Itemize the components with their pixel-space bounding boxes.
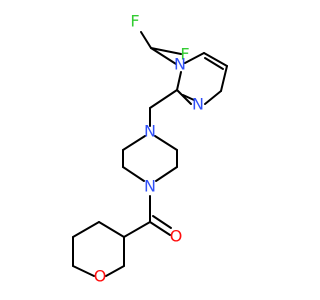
- bond-imidazole-ch2: [149, 89, 178, 109]
- bond-oxane-2: [105, 265, 125, 277]
- bond-imidazole-double-1: [204, 57, 224, 70]
- atom-labels: F F N N N N O O: [94, 12, 204, 286]
- atom-f2: F: [180, 45, 189, 64]
- bond-carbonyl-o-1: [149, 221, 171, 236]
- bond-lines: [72, 31, 228, 277]
- bond-oxane-3: [72, 265, 95, 277]
- bond-c-n-imidazole: [150, 47, 177, 65]
- bond-imidazole-4: [204, 90, 222, 105]
- bond-piperazine-1: [154, 135, 178, 151]
- bond-c-f1: [140, 31, 152, 49]
- bond-piperazine-6: [122, 135, 146, 151]
- bond-imidazole-2: [203, 52, 228, 67]
- atom-o-ring: O: [94, 267, 107, 286]
- bond-oxane-5: [72, 221, 100, 238]
- atom-n-imidazole-top: N: [174, 55, 186, 74]
- molecule-canvas: F F N N N N O O: [72, 11, 228, 286]
- bond-carbonyl-o-2: [152, 215, 172, 229]
- bond-carbonyl-oxane: [123, 221, 151, 238]
- bond-c-f2: [150, 47, 182, 55]
- atom-f1: F: [130, 12, 139, 31]
- bond-imidazole-5: [176, 89, 192, 105]
- bond-oxane-6: [98, 221, 125, 238]
- bond-imidazole-6: [176, 71, 182, 91]
- bond-imidazole-3: [220, 65, 228, 92]
- atom-n-piperazine-top: N: [144, 122, 156, 141]
- atom-n-imidazole-bottom: N: [192, 95, 204, 114]
- bond-imidazole-double-2: [182, 94, 195, 101]
- bond-piperazine-4: [122, 166, 145, 182]
- molecule-structure: F F N N N N O O: [72, 12, 228, 286]
- atom-o-carbonyl: O: [170, 227, 183, 246]
- bond-imidazole-1: [184, 52, 205, 64]
- bond-piperazine-3: [155, 166, 178, 182]
- atom-n-piperazine-bottom: N: [144, 177, 156, 196]
